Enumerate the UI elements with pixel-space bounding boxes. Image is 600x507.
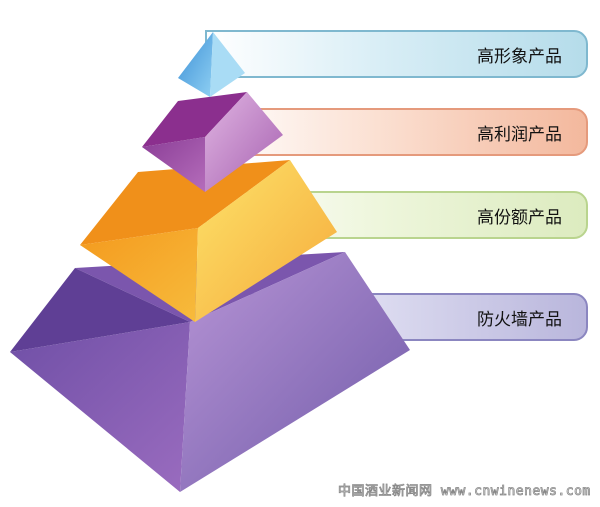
tier-orange <box>80 160 337 322</box>
watermark-url: www.cnwinenews.com <box>440 484 591 500</box>
watermark-site-name: 中国酒业新闻网 <box>338 484 433 500</box>
tier-label-text: 高利润产品 <box>477 124 562 145</box>
tier-purple-right-face <box>205 92 283 192</box>
tier-label-text: 高份额产品 <box>477 207 562 228</box>
tier-label-image-products: 高形象产品 <box>205 30 588 78</box>
tier-purple <box>142 92 283 192</box>
watermark: 中国酒业新闻网 www.cnwinenews.com <box>338 480 591 500</box>
tier-base-left-face <box>10 322 190 492</box>
tier-base-top-left <box>10 268 190 352</box>
tier-label-text: 防火墙产品 <box>477 309 562 330</box>
tier-top-left-face <box>178 32 213 97</box>
tier-orange-right-face <box>195 160 337 322</box>
tier-orange-left-face <box>80 228 198 322</box>
tier-top-right-face <box>210 32 245 97</box>
tier-base-right-face <box>180 252 410 492</box>
tier-top-blue <box>178 32 245 97</box>
tier-purple-top <box>142 92 247 147</box>
tier-label-text: 高形象产品 <box>477 46 562 67</box>
tier-orange-top <box>80 160 290 245</box>
tier-purple-left-face <box>142 137 205 192</box>
